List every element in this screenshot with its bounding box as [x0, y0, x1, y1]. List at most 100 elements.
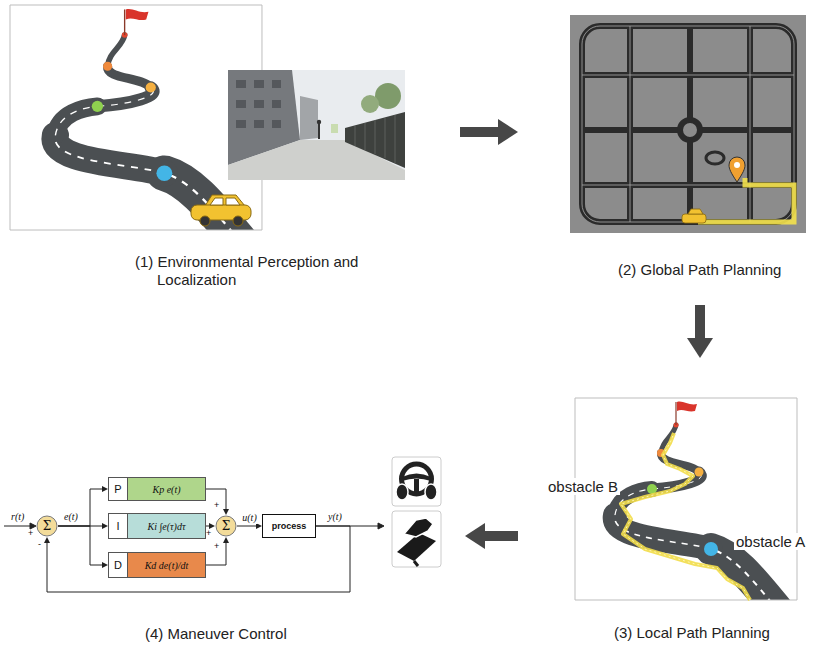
arrow-head: [687, 338, 713, 358]
sign-mark: +: [28, 528, 33, 538]
block-formula-cell: Kp e(t): [128, 478, 205, 500]
city-map: [582, 72, 794, 78]
city-map: [747, 26, 753, 222]
sign-mark: +: [206, 528, 211, 538]
summing-junction: Σ: [36, 515, 58, 537]
city-map: [688, 209, 703, 214]
local-path: [621, 433, 750, 600]
block-letter: I: [116, 520, 119, 532]
street-photo: [385, 118, 386, 158]
stage-panel: (2) Global Path Planning: [518, 8, 818, 305]
street-photo: [272, 100, 281, 108]
street-photo: [228, 70, 405, 180]
street-photo: [236, 120, 246, 128]
block-letter: P: [114, 483, 121, 495]
city-map: [582, 127, 680, 133]
signal-line: [206, 537, 229, 565]
sign-mark: +: [214, 541, 219, 551]
car-icon: [210, 198, 223, 205]
steering-wheel-icon: [396, 484, 408, 500]
street-photo: [236, 80, 281, 128]
car-icon: [233, 216, 243, 226]
gain-block: IKi ∫e(τ)dτ: [108, 513, 206, 539]
city-map: [582, 26, 794, 222]
street-photo: [272, 80, 281, 88]
gain-formula: Kd de(t)/dt: [145, 560, 189, 571]
city-map: [627, 26, 633, 222]
city-map: [582, 26, 794, 222]
signal-line: [206, 542, 226, 565]
street-photo: [395, 115, 396, 163]
signal-wires: [378, 523, 384, 529]
steering-wheel-icon: [392, 457, 441, 506]
stage-caption: (2) Global Path Planning: [618, 261, 818, 279]
signal-name: r(t): [11, 511, 24, 523]
street-photo: [236, 80, 246, 88]
street-photo: [254, 120, 264, 128]
street-photo: [236, 100, 246, 108]
pedal-icon: [392, 511, 441, 567]
sum-symbol: Σ: [222, 520, 230, 532]
signal-name: u(t): [241, 512, 257, 524]
street-photo: [331, 124, 338, 133]
obstacle-label: obstacle A: [734, 533, 807, 550]
steering-wheel-icon: [392, 457, 441, 506]
arrow-head: [498, 119, 518, 145]
car-icon: [205, 195, 245, 206]
arrow-head: [223, 509, 229, 515]
stage-arrow: [460, 119, 518, 145]
process-box: process: [262, 514, 316, 538]
city-map: [570, 15, 806, 233]
signal-name: y(t): [328, 511, 342, 523]
signal-line: [237, 526, 257, 527]
summing-junction: Σ: [215, 515, 237, 537]
stage-caption: (4) Maneuver Control: [145, 625, 345, 643]
sign-mark: -: [38, 539, 41, 549]
street-photo: [375, 120, 376, 154]
pedal-icon: [392, 511, 441, 567]
street-photo: [355, 126, 356, 146]
local-path: [621, 433, 750, 600]
street-photo: [361, 95, 379, 113]
city-map: [682, 214, 706, 223]
sign-mark: +: [214, 500, 219, 510]
sum-symbol: Σ: [43, 520, 51, 532]
city-map: [680, 120, 700, 140]
signal-line: [58, 486, 108, 526]
city-map: [582, 75, 794, 76]
city-map: [700, 127, 794, 133]
city-map: [582, 26, 794, 222]
stage-caption: (1) Environmental Perception and Localiz…: [135, 253, 379, 289]
block-letter-cell: I: [109, 514, 128, 538]
road-illustration: [575, 398, 797, 613]
local-path: [621, 433, 750, 600]
steering-wheel-icon: [425, 484, 437, 500]
stage-arrow: [465, 523, 518, 549]
city-map: [750, 26, 751, 222]
city-map: [706, 152, 724, 164]
stage-panel: (3) Local Path Planning: [518, 358, 818, 646]
block-letter: D: [114, 559, 122, 571]
process-label: process: [272, 521, 307, 531]
car-icon: [226, 198, 240, 205]
signal-line: [206, 489, 226, 510]
signal-name: e(t): [64, 511, 78, 523]
stage-arrow: [460, 127, 499, 137]
junction-outline: [37, 516, 57, 536]
block-letter-cell: D: [109, 553, 128, 577]
signal-line: [58, 526, 103, 565]
street-photo: [228, 70, 405, 180]
car-icon: [200, 216, 210, 226]
junction-outline: [216, 516, 236, 536]
stage-panel: (1) Environmental Perception and Localiz…: [5, 3, 460, 298]
steering-wheel-icon: [414, 479, 419, 492]
signal-line: [58, 526, 108, 568]
block-letter-cell: P: [109, 478, 128, 500]
city-map: [582, 26, 794, 222]
street-photo: [272, 120, 281, 128]
street-photo: [365, 123, 366, 150]
block-formula-cell: Kd de(t)/dt: [128, 553, 205, 577]
road-illustration: [10, 5, 262, 245]
pedal-icon: [414, 561, 418, 566]
